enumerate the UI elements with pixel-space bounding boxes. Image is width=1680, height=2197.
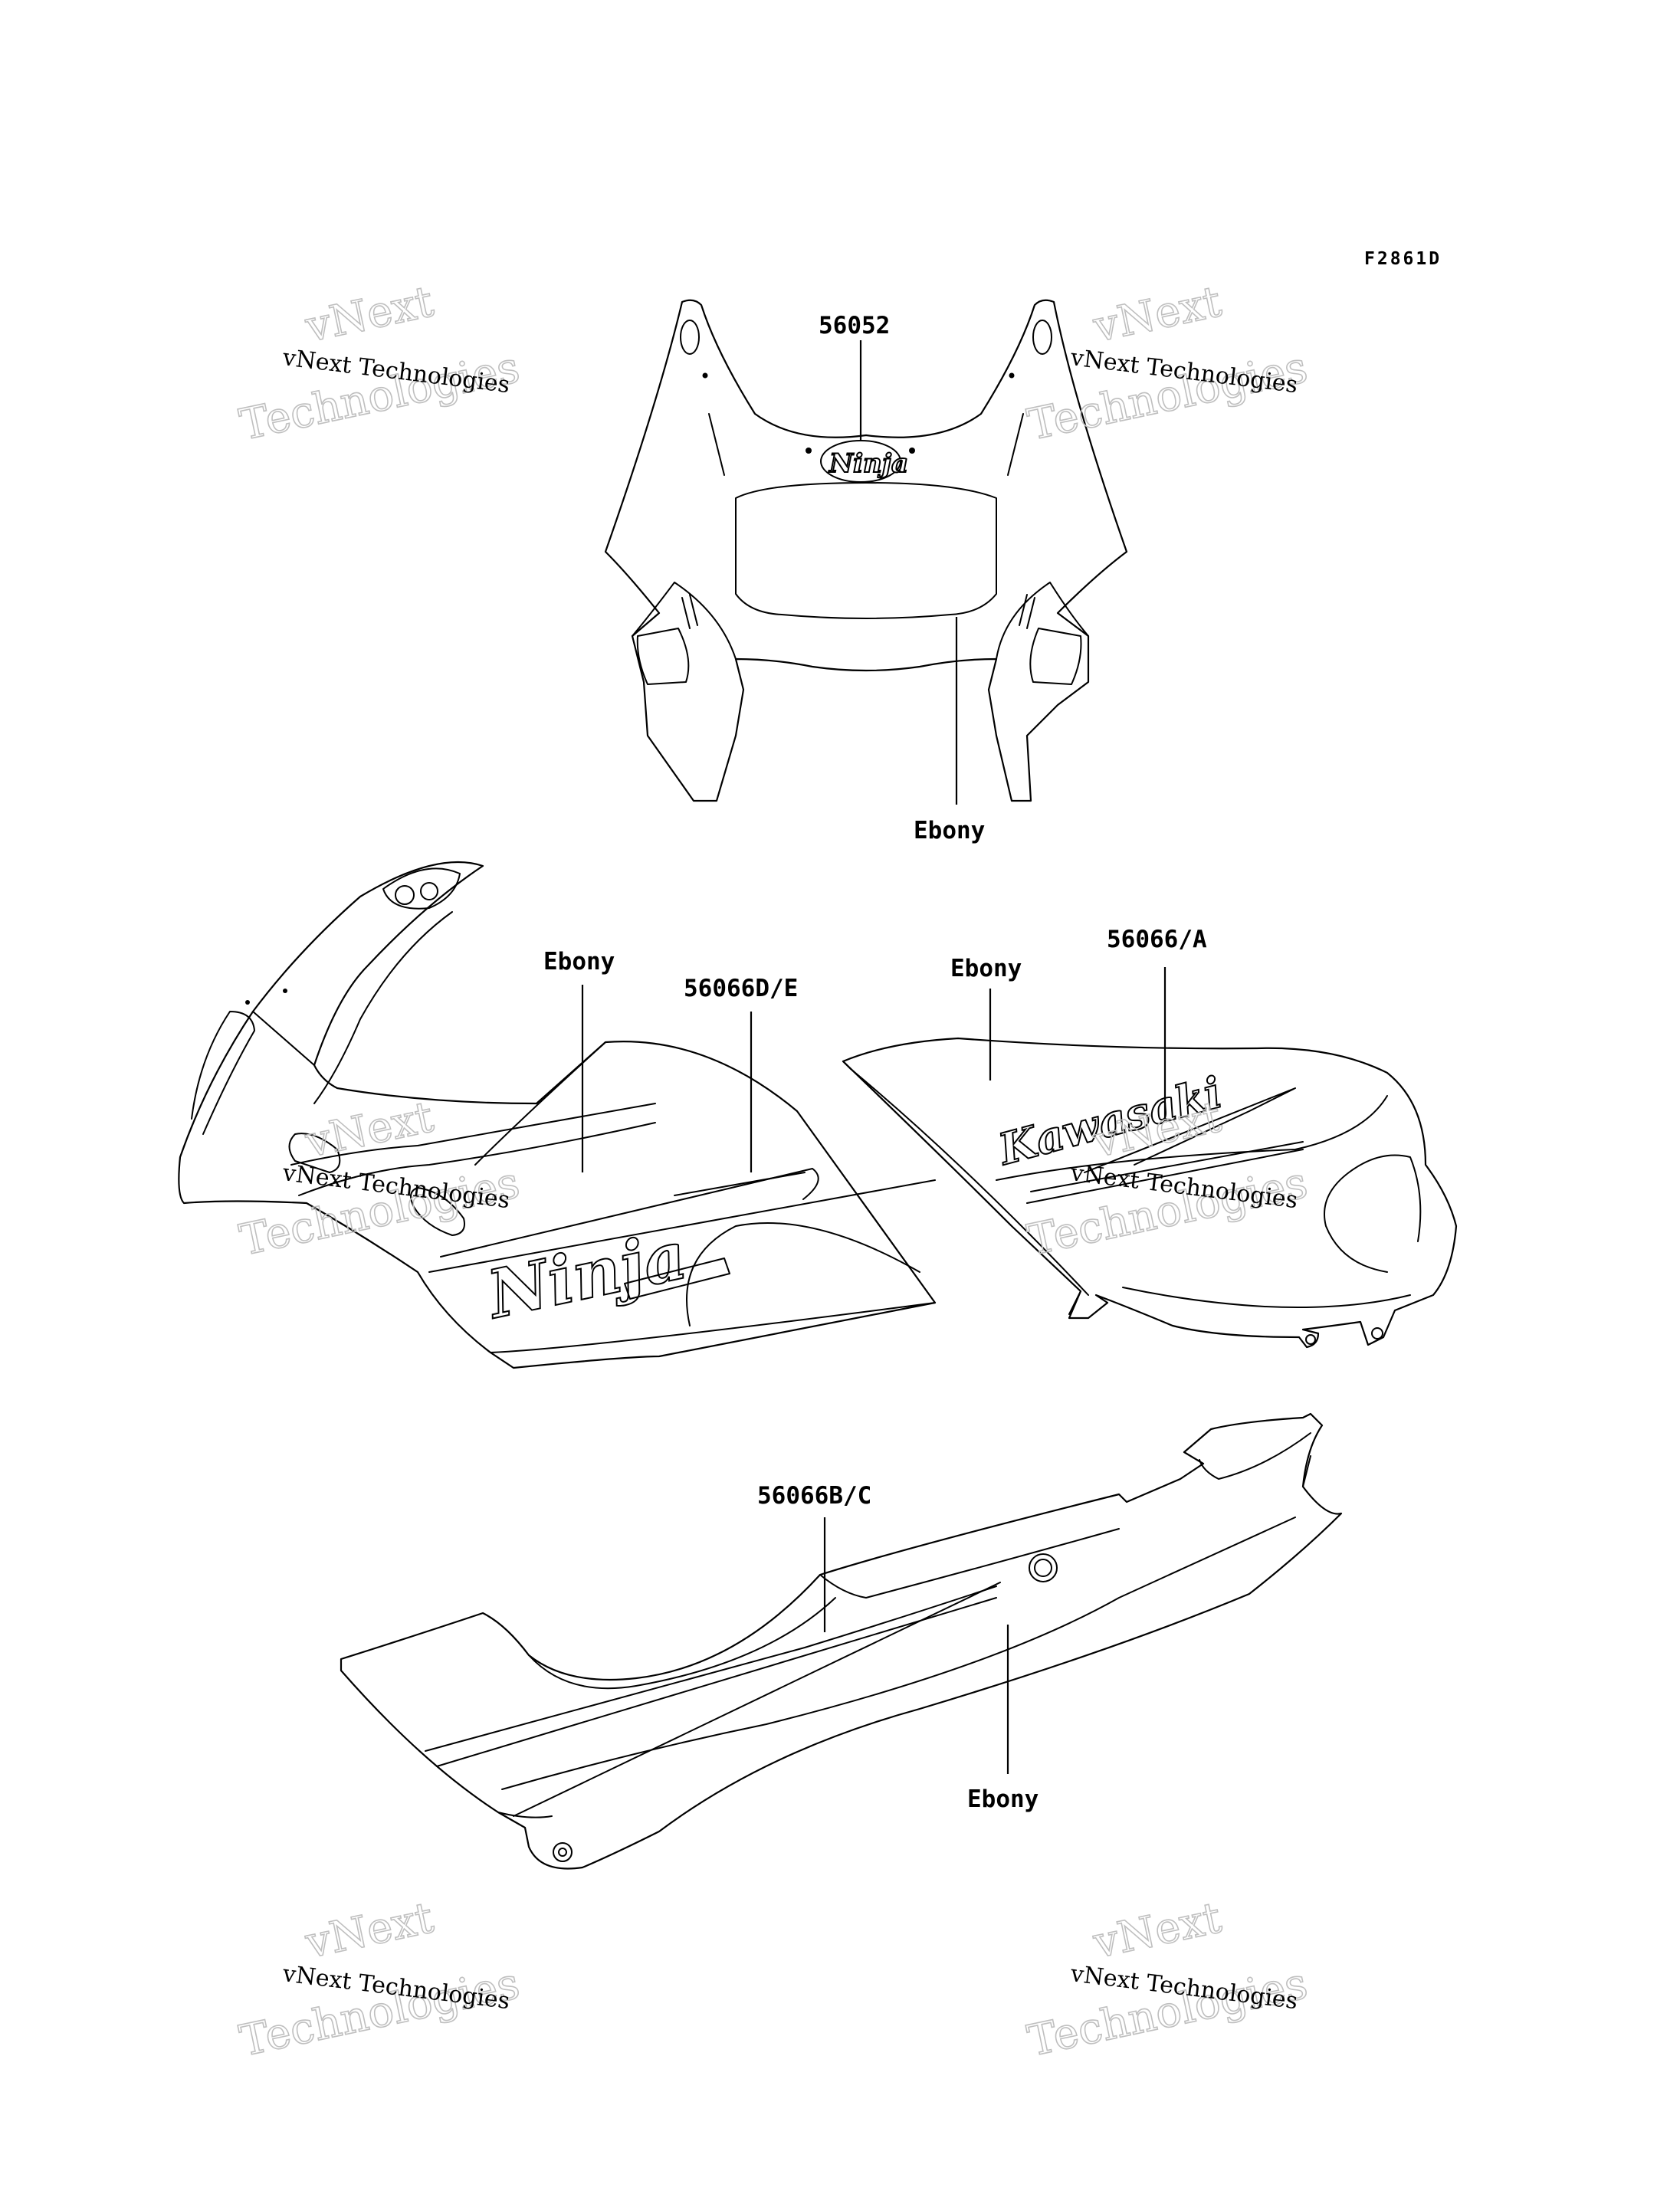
side-cover-drawing: Kawasaki — [842, 1037, 1458, 1349]
lower-fairing-color-callout: Ebony — [967, 1785, 1039, 1813]
side-cowl-drawing: Ninja — [178, 861, 937, 1369]
upper-cowl-drawing: Ninja — [604, 299, 1128, 802]
upper-cowl-color-callout: Ebony — [914, 817, 985, 844]
watermark-top-left: vNext Technologies vNext Technologies — [235, 276, 525, 451]
upper-cowl-decal: Ninja — [829, 448, 908, 479]
svg-text:vNext: vNext — [1088, 1893, 1226, 1969]
watermark-bottom-left: vNext Technologies vNext Technologies — [235, 1892, 525, 2067]
svg-text:vNext: vNext — [300, 1893, 438, 1969]
side-cowl-color-callout: Ebony — [543, 948, 615, 976]
figure-code: F2861D — [1364, 249, 1442, 269]
side-cowl-part-callout: 56066D/E — [684, 975, 798, 1002]
lower-fairing-drawing — [340, 1412, 1343, 1870]
svg-text:vNext: vNext — [300, 277, 438, 353]
watermark-bottom-right: vNext Technologies vNext Technologies — [1023, 1892, 1313, 2067]
lower-fairing-part-callout: 56066B/C — [757, 1482, 871, 1510]
side-cover-part-callout: 56066/A — [1107, 926, 1207, 953]
svg-text:vNext: vNext — [1088, 277, 1226, 353]
upper-cowl-part-callout: 56052 — [819, 312, 890, 339]
side-cover-color-callout: Ebony — [950, 955, 1022, 982]
